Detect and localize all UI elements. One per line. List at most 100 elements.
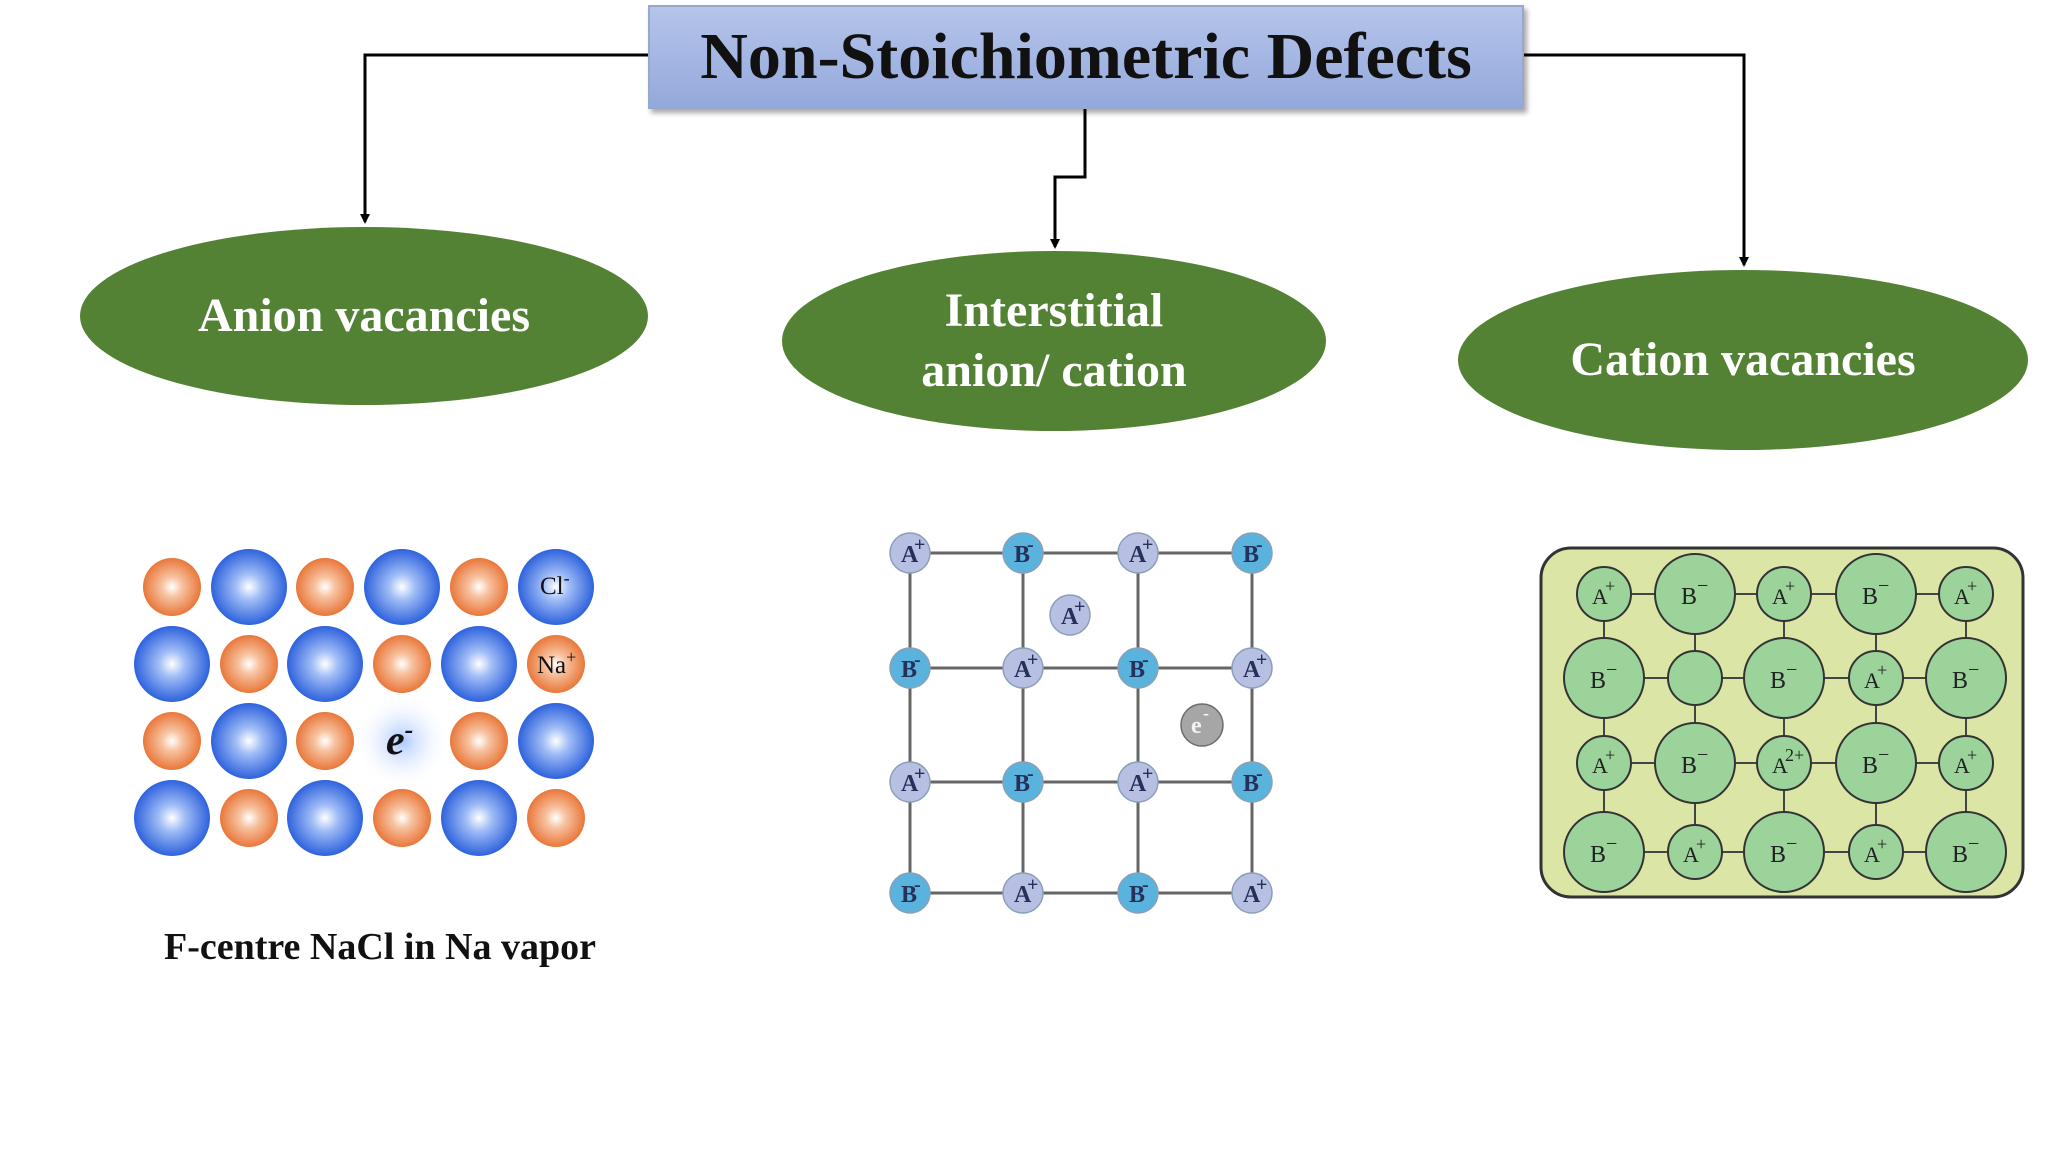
na-ion [143,558,201,616]
divalent-cation-ion: A2+ [1756,735,1812,791]
electron-label-b: e [1191,713,1202,739]
anion-b-ion: B− [1654,722,1736,804]
ion-charge: + [1142,763,1153,785]
na-ion [296,558,354,616]
cl-ion [287,780,363,856]
diagram-title: Non-Stoichiometric Defects [648,5,1524,109]
panel-c-background [1539,546,2025,899]
ion-charge: - [1256,534,1263,556]
ion-charge: + [1074,596,1085,618]
anion-b-ion: B- [1117,872,1159,914]
panel-a-caption: F-centre NaCl in Na vapor [163,926,596,968]
panel-c-ions: A+B−A+B−A+B−B−A+B−A+B−A2+B−A+B−A+B−A+B− [1563,553,2007,893]
ion-label: A [1014,657,1032,683]
cation-a-ion: A+ [1002,872,1044,914]
ion-label: B [901,657,917,683]
ion-charge: + [1967,576,1977,596]
ion-charge: − [1968,833,1979,855]
ion-charge: − [1878,744,1889,766]
category-cation-vacancies-label: Cation vacancies [1570,333,1916,386]
na-ion [220,635,278,693]
cation-a-ion: A+ [1576,566,1632,622]
cation-a-ion: A+ [1576,735,1632,791]
ion-charge: − [1606,659,1617,681]
cation-a-ion: A+ [1938,735,1994,791]
electron-label-a: e- [386,715,413,764]
ion-label: A [1772,584,1788,609]
ion-label: B [1862,753,1878,779]
category-interstitial: Interstitial anion/ cation [782,251,1326,431]
ion-label: B [1243,542,1259,568]
cl-ion [441,626,517,702]
ion-label: B [1014,542,1030,568]
na-ion [373,789,431,847]
na-ion [143,712,201,770]
ion-label: B [1243,771,1259,797]
na-ion [220,789,278,847]
cation-vacancy [1667,650,1723,706]
category-interstitial-line1: Interstitial [944,284,1164,337]
ion-label: A [1592,753,1608,778]
ion-label: B [1862,584,1878,610]
ion-charge: - [1027,763,1034,785]
na-ion [527,789,585,847]
na-ion [296,712,354,770]
na-ion [450,558,508,616]
ion-charge: - [914,649,921,671]
electron-cloud [354,693,450,789]
ion-label: B [1681,753,1697,779]
ion-label: B [1952,668,1968,694]
cation-a-ion: A+ [1117,532,1159,574]
ion-label: A [1129,542,1147,568]
arrow-to-interstitial [1050,105,1087,249]
panel-a-ions [134,549,594,856]
category-cation-vacancies: Cation vacancies [1458,270,2028,450]
ion-charge: + [1256,874,1267,896]
cl-ion [441,780,517,856]
anion-b-ion: B- [1117,647,1159,689]
ion-charge: + [1785,576,1795,596]
electron-charge-b: - [1203,703,1209,723]
ion-charge: − [1697,575,1708,597]
ion-charge: − [1697,744,1708,766]
cation-a-ion: A+ [889,532,931,574]
cation-a-ion: A+ [1049,594,1091,636]
anion-b-ion: B− [1654,553,1736,635]
cation-a-ion: A+ [889,761,931,803]
cl-ion [518,549,594,625]
ion-charge: - [1142,649,1149,671]
ion-label: B [1590,668,1606,694]
ion-charge: - [1256,763,1263,785]
anion-b-ion: B− [1925,637,2007,719]
anion-b-ion: B− [1563,637,1645,719]
anion-b-ion: B- [1002,532,1044,574]
ion-label: A [1864,842,1880,867]
cl-label: Cl- [540,568,570,600]
ion-charge: 2+ [1785,745,1804,765]
ion-label: B [1770,668,1786,694]
anion-b-ion: B− [1743,637,1825,719]
ion-label: B [1681,584,1697,610]
anion-b-ion: B− [1925,811,2007,893]
ion-label: B [1952,842,1968,868]
ion-charge: + [914,534,925,556]
cl-ion [134,780,210,856]
ion-label: A [1592,584,1608,609]
ion-charge: − [1878,575,1889,597]
category-anion-vacancies-label: Anion vacancies [197,289,530,342]
anion-b-ion: B− [1835,553,1917,635]
panel-b-grid-lines [908,551,1254,895]
ion-label: B [1770,842,1786,868]
ion-charge: - [914,874,921,896]
ion-label: A [1954,753,1970,778]
ion-label: A [1014,882,1032,908]
cl-ion [134,626,210,702]
panel-b-ions: A+B-A+B-B-A+B-A+A+B-A+B-B-A+B-A+A+e- [889,532,1273,914]
arrow-to-cation-vacancies [1520,53,1749,267]
ion-charge: - [1142,874,1149,896]
cation-a-ion: A+ [1002,647,1044,689]
